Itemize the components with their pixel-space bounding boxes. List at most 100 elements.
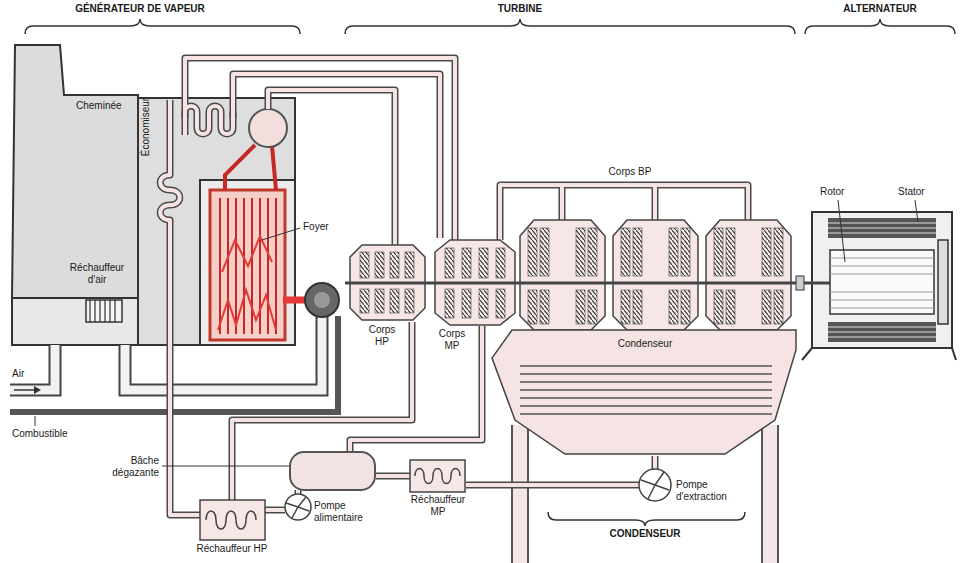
steam-drum — [249, 109, 287, 147]
turbine-blades — [681, 290, 690, 324]
turbine-blades — [390, 252, 399, 278]
turbine-body — [706, 220, 791, 330]
turbine-body — [350, 220, 791, 330]
turbine-blades — [405, 289, 414, 313]
shaft — [345, 282, 830, 285]
leader-line — [262, 228, 300, 240]
condenser-outline — [520, 381, 772, 383]
part-label: Corps MP — [432, 328, 472, 352]
alternator — [938, 240, 948, 324]
shaft — [796, 276, 804, 290]
turbine-blades — [588, 290, 597, 324]
turbine-blades — [528, 290, 537, 324]
turbine-blades — [445, 289, 454, 318]
turbine-blades — [375, 289, 384, 313]
condenser-outline — [520, 397, 772, 399]
heater — [415, 469, 460, 484]
pump — [639, 469, 671, 501]
turbine-blades — [588, 228, 597, 276]
furnace-tubes — [210, 190, 285, 340]
part-label: Corps BP — [590, 166, 670, 178]
turbine-blades — [405, 252, 414, 278]
condenser-outline — [520, 365, 772, 367]
chimney — [12, 45, 138, 345]
leader-line — [35, 200, 918, 466]
furnace-tubes — [225, 145, 276, 190]
air-arrow — [14, 386, 41, 394]
flow-label: Combustible — [12, 428, 102, 440]
part-label: Bâche dégazante — [104, 455, 159, 479]
flow-label: Air — [12, 368, 42, 380]
air-heater — [86, 300, 122, 322]
part-label: Économiseur — [140, 95, 152, 159]
turbine-blades — [390, 289, 399, 313]
turbine-blades — [726, 290, 735, 324]
condenser-outline — [520, 389, 772, 391]
turbine-blades — [621, 228, 630, 276]
section-bracket — [805, 19, 955, 34]
section-heading: GÉNÉRATEUR DE VAPEUR — [40, 3, 240, 15]
section-bracket — [25, 19, 300, 34]
turbine-blades — [360, 289, 369, 313]
turbine-blades — [540, 228, 549, 276]
air-duct — [10, 317, 322, 390]
condenser-outline — [520, 373, 772, 375]
boiler-casing — [200, 180, 295, 345]
furnace-tubes — [283, 297, 305, 304]
turbine-blades — [360, 252, 369, 278]
air-duct — [10, 317, 322, 390]
turbine-blades — [360, 228, 783, 324]
part-label: Pompe d'extraction — [676, 479, 741, 503]
chimney — [12, 45, 138, 298]
alternator — [830, 258, 934, 308]
part-label: Réchauffeur MP — [403, 494, 473, 518]
boiler-casing — [138, 98, 295, 345]
deaerator-tank — [290, 452, 375, 490]
air-heater — [90, 300, 115, 322]
turbine-blades — [714, 228, 723, 276]
alternator — [828, 322, 936, 342]
air-heater — [86, 300, 122, 322]
pump — [286, 497, 309, 518]
part-label: Foyer — [303, 221, 343, 233]
leader-line — [915, 200, 918, 222]
turbine-blades — [714, 290, 723, 324]
turbine-blades — [681, 228, 690, 276]
alternator — [828, 218, 936, 238]
section-heading: CONDENSEUR — [595, 528, 695, 540]
turbine-blades — [669, 290, 678, 324]
turbine-blades — [633, 290, 642, 324]
condenser-outline — [520, 405, 772, 407]
leader-line — [838, 200, 845, 262]
alternator — [830, 250, 934, 314]
furnace-tubes — [210, 145, 305, 340]
furnace-tubes — [220, 198, 276, 334]
fuel-line — [10, 316, 338, 412]
turbine-blades — [479, 248, 488, 278]
alternator — [802, 212, 956, 360]
turbine-blades — [621, 290, 630, 324]
alternator — [802, 348, 956, 360]
alternator — [828, 223, 936, 233]
part-label: Réchauffeur HP — [187, 543, 277, 555]
section-heading: TURBINE — [470, 3, 570, 15]
turbine-blades — [576, 290, 585, 324]
turbine-body — [520, 220, 605, 330]
heater — [410, 460, 465, 492]
deaerator-tank — [290, 452, 375, 490]
turbine-blades — [462, 289, 471, 318]
air-arrow — [14, 389, 34, 391]
burner-fan — [305, 283, 339, 317]
condenser-shell: Condenseur — [490, 328, 808, 458]
section-bracket — [548, 512, 745, 526]
pump — [641, 472, 669, 499]
turbine-blades — [576, 228, 585, 276]
air-duct — [10, 317, 322, 390]
part-label: Pompe alimentaire — [314, 500, 374, 524]
turbine-blades — [375, 252, 384, 278]
heater — [206, 511, 256, 529]
shaft — [345, 276, 830, 290]
burner-fan — [305, 283, 339, 317]
furnace-tubes — [222, 236, 272, 272]
